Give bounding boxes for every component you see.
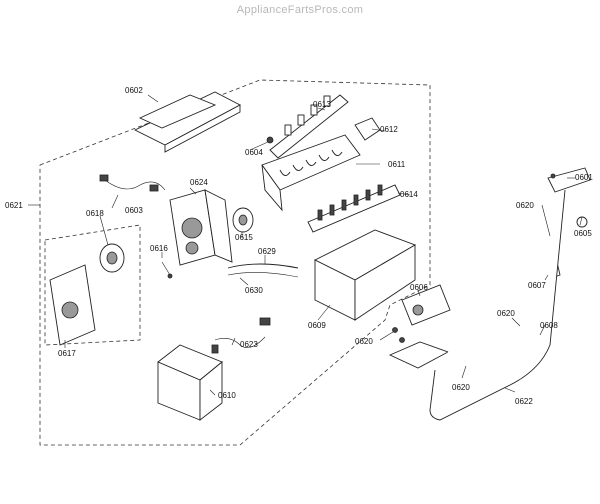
label-0608: 0608: [540, 321, 558, 330]
label-0630: 0630: [245, 286, 263, 295]
label-0605: 0605: [574, 229, 592, 238]
part-0606-valve[interactable]: [401, 284, 451, 326]
part-0602-cover[interactable]: [133, 91, 241, 153]
part-0604[interactable]: [266, 136, 274, 144]
part-0615-motor[interactable]: [232, 207, 254, 233]
label-0618: 0618: [86, 209, 104, 218]
label-0609: 0609: [308, 321, 326, 330]
part-0611-ice-mold[interactable]: [261, 134, 361, 212]
label-0614: 0614: [400, 190, 418, 199]
part-0612-cap[interactable]: [354, 117, 381, 141]
part-0624-housing[interactable]: [169, 189, 233, 266]
label-0610: 0610: [218, 391, 236, 400]
label-0602: 0602: [125, 86, 143, 95]
module-group-boundary: [44, 224, 141, 346]
leader-lines: [64, 94, 583, 396]
part-0609-bin[interactable]: [313, 229, 417, 321]
watermark-text: ApplianceFarts­Pros.com: [236, 4, 364, 16]
part-0616-screw[interactable]: [161, 261, 173, 279]
label-0621: 0621: [5, 201, 23, 210]
label-0620-b: 0620: [516, 201, 534, 210]
label-0629: 0629: [258, 247, 276, 256]
label-0607: 0607: [528, 281, 546, 290]
label-0612: 0612: [380, 125, 398, 134]
label-0617: 0617: [58, 349, 76, 358]
part-0629-tube[interactable]: [227, 263, 299, 269]
part-0622-water-line[interactable]: [429, 189, 566, 421]
part-0617-module[interactable]: [49, 264, 96, 346]
label-0620-c: 0620: [497, 309, 515, 318]
part-0630-tube[interactable]: [227, 272, 299, 278]
label-0611: 0611: [388, 160, 406, 169]
part-0610-cover[interactable]: [157, 344, 223, 421]
label-0622: 0622: [515, 397, 533, 406]
part-0614-heater[interactable]: [307, 184, 401, 233]
label-0601: 0601: [575, 173, 593, 182]
label-0603: 0603: [125, 206, 143, 215]
label-0606: 0606: [410, 283, 428, 292]
part-0613-ejector[interactable]: [269, 94, 349, 159]
part-0623-wiring[interactable]: [211, 317, 271, 354]
label-0623: 0623: [240, 340, 258, 349]
part-0605-grommet[interactable]: [576, 216, 588, 228]
label-0620-d: 0620: [452, 383, 470, 392]
part-0601-fill-cup[interactable]: [547, 167, 591, 193]
part-0620-screws-a[interactable]: [392, 327, 405, 343]
part-0618-motor[interactable]: [99, 243, 125, 273]
label-0615: 0615: [235, 233, 253, 242]
label-0604: 0604: [245, 148, 263, 157]
label-0616: 0616: [150, 244, 168, 253]
label-0613: 0613: [313, 100, 331, 109]
label-0620-a: 0620: [355, 337, 373, 346]
label-0624: 0624: [190, 178, 208, 187]
part-0603-harness[interactable]: [99, 174, 166, 192]
